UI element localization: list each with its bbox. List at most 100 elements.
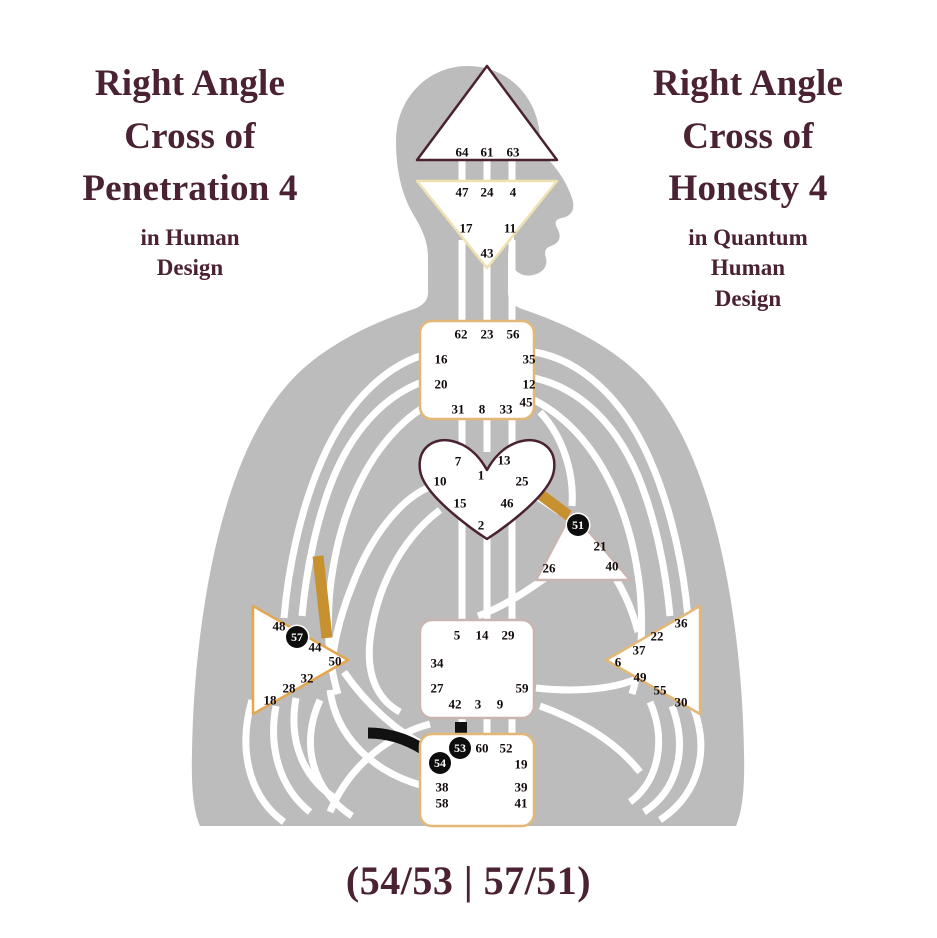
channel-49-19	[658, 698, 705, 823]
activated-channel-57-10	[312, 555, 333, 639]
gate-4: 4	[509, 184, 517, 200]
center-g-shape	[418, 438, 556, 541]
gate-46: 46	[500, 495, 514, 511]
right-title-line-1: Right Angle	[652, 63, 844, 104]
gate-16: 16	[434, 351, 448, 367]
center-throat-shape	[418, 319, 536, 421]
gate-32: 32	[300, 670, 314, 686]
channel-lines	[242, 160, 705, 825]
gate-23: 23	[480, 326, 494, 342]
right-title-block: Right Angle Cross of Honesty 4 in Quantu…	[580, 58, 916, 314]
channel-35-36	[533, 348, 692, 619]
gate-39: 39	[514, 779, 528, 795]
channel-55-39	[642, 704, 683, 815]
center-solar-plexus-shape	[604, 604, 702, 716]
gate-20: 20	[434, 376, 448, 392]
right-title-heading: Right Angle Cross of Honesty 4	[580, 58, 916, 216]
gate-37: 37	[632, 642, 646, 658]
gate-56: 56	[506, 326, 520, 342]
gate-26: 26	[542, 560, 556, 576]
gate-58: 58	[435, 795, 449, 811]
left-subtitle-line-2: Design	[156, 255, 224, 281]
gate-61: 61	[480, 144, 494, 160]
gate-42: 42	[448, 696, 462, 712]
gate-25: 25	[515, 473, 529, 489]
gate-36: 36	[674, 615, 688, 631]
channel-16-48	[280, 348, 437, 619]
gate-29: 29	[501, 627, 515, 643]
gate-41: 41	[514, 795, 528, 811]
gate-63: 63	[506, 144, 520, 160]
gate-64: 64	[455, 144, 469, 160]
gate-30: 30	[674, 694, 688, 710]
gate-3: 3	[474, 696, 482, 712]
right-subtitle-line-3: Design	[714, 285, 782, 311]
left-title-heading: Right Angle Cross of Penetration 4	[22, 58, 358, 216]
gate-1: 1	[477, 467, 485, 483]
gate-34: 34	[430, 655, 444, 671]
gate-44: 44	[308, 639, 322, 655]
gate-28: 28	[282, 680, 296, 696]
channel-10-57	[328, 482, 434, 665]
gate-13: 13	[497, 452, 511, 468]
gate-2: 2	[477, 517, 485, 533]
gate-55: 55	[653, 682, 667, 698]
left-title-subheading: in Human Design	[22, 223, 358, 284]
right-title-line-3: Honesty 4	[668, 168, 828, 210]
gate-27: 27	[430, 680, 444, 696]
gate-38: 38	[435, 779, 449, 795]
center-shapes	[251, 64, 702, 828]
gate-45: 45	[519, 394, 533, 410]
channel-18-58	[270, 705, 313, 815]
gate-57-activated: 57	[286, 626, 308, 648]
gate-31: 31	[451, 401, 465, 417]
channel-12-22	[533, 374, 674, 617]
channel-left-sweep-1	[307, 698, 354, 819]
channel-30-41	[627, 700, 663, 805]
channel-left-sweep-3	[326, 720, 431, 814]
right-title-subheading: in Quantum Human Design	[580, 223, 916, 315]
gate-51-activated: 51	[567, 514, 589, 536]
gate-11: 11	[503, 220, 517, 236]
gate-52: 52	[499, 740, 513, 756]
gate-21: 21	[593, 538, 607, 554]
gate-7: 7	[454, 453, 462, 469]
gate-43: 43	[480, 245, 494, 261]
left-title-line-2: Cross of	[124, 115, 256, 157]
gate-48: 48	[272, 618, 286, 634]
cross-notation-footer: (54/53 | 57/51)	[345, 858, 592, 903]
gate-14: 14	[475, 627, 489, 643]
right-subtitle-line-2: Human	[710, 255, 786, 281]
center-ajna-shape	[415, 179, 559, 270]
gate-19: 19	[514, 756, 528, 772]
center-sacral-shape	[418, 618, 536, 720]
center-heart-shape	[534, 510, 632, 582]
gate-17: 17	[459, 220, 473, 236]
gate-54-activated: 54	[429, 752, 451, 774]
activated-channel-53-42	[455, 722, 467, 734]
left-title-line-3: Penetration 4	[82, 168, 298, 210]
left-title-block: Right Angle Cross of Penetration 4 in Hu…	[22, 58, 358, 284]
gate-8: 8	[478, 401, 486, 417]
right-title-line-2: Cross of	[682, 115, 814, 157]
gate-15: 15	[453, 495, 467, 511]
gate-5: 5	[453, 627, 461, 643]
gate-6: 6	[614, 654, 622, 670]
gate-60: 60	[475, 740, 489, 756]
gate-62: 62	[454, 326, 468, 342]
gate-49: 49	[633, 669, 647, 685]
gate-12: 12	[522, 376, 536, 392]
channel-32-54	[326, 689, 425, 790]
channel-20-57	[298, 374, 437, 617]
gate-33: 33	[499, 401, 513, 417]
gate-53-activated: 53	[449, 737, 471, 759]
gate-24: 24	[480, 184, 494, 200]
channel-15-5-sweep	[365, 507, 443, 716]
left-title-line-1: Right Angle	[94, 63, 286, 104]
gate-35: 35	[522, 351, 536, 367]
right-subtitle-line-1: in Quantum	[688, 224, 808, 250]
gate-59: 59	[515, 680, 529, 696]
channel-45-21-b	[537, 409, 576, 507]
